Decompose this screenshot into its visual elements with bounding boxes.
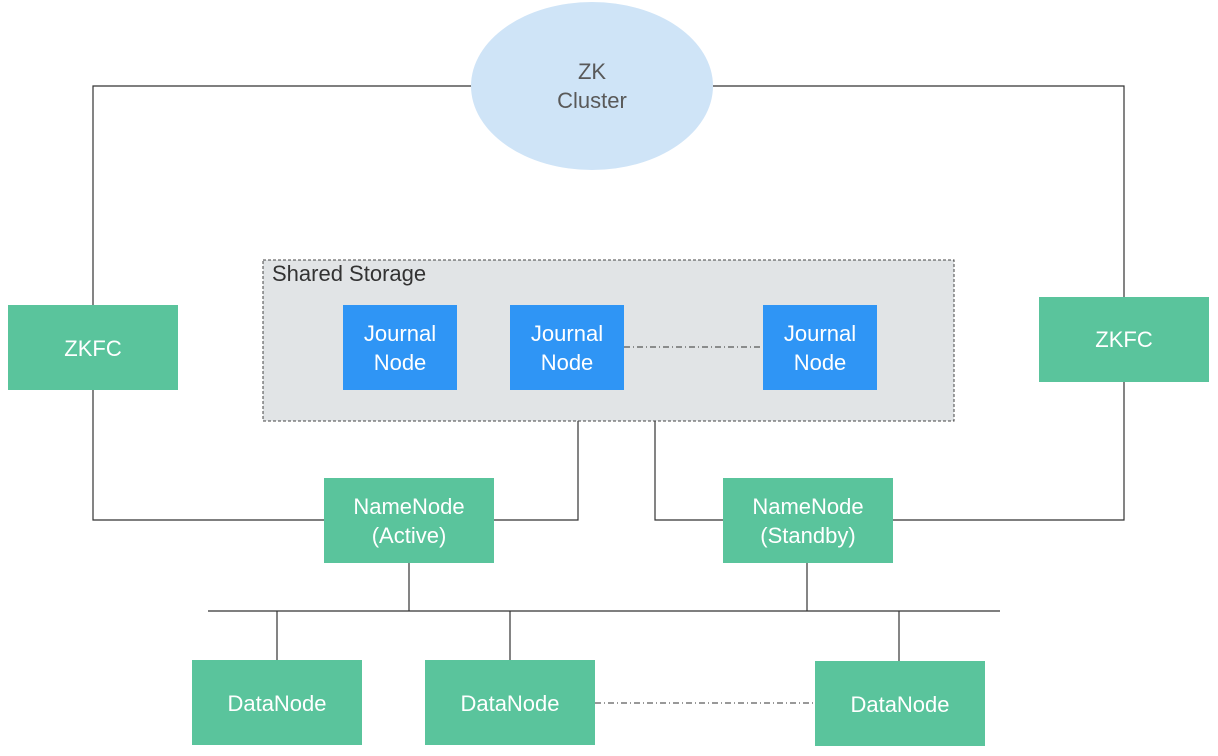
journal-node-2-line2: Node	[541, 350, 594, 375]
namenode-active-line1: NameNode	[353, 494, 464, 519]
namenode-active-line2: (Active)	[372, 523, 447, 548]
journal-node-2-line1: Journal	[531, 321, 603, 346]
zkfc-right: ZKFC	[1039, 297, 1209, 382]
journal-node-1-line1: Journal	[364, 321, 436, 346]
journal-node-3-line1: Journal	[784, 321, 856, 346]
datanode-3-label: DataNode	[850, 692, 949, 717]
zk-cluster-label-line2: Cluster	[557, 88, 627, 113]
zk-cluster-label-line1: ZK	[578, 59, 606, 84]
datanode-2-label: DataNode	[460, 691, 559, 716]
connectors	[92, 85, 1125, 661]
connector-storage-namenode-standby	[654, 421, 723, 521]
zk-cluster: ZK Cluster	[471, 2, 713, 170]
connector-zk-zkfc-left	[92, 85, 472, 305]
shared-storage: Shared Storage Journal Node Journal Node…	[262, 259, 955, 422]
journal-node-3: Journal Node	[763, 305, 877, 390]
zkfc-left-label: ZKFC	[64, 336, 122, 361]
namenode-standby: NameNode (Standby)	[723, 478, 893, 563]
shared-storage-title: Shared Storage	[272, 261, 426, 286]
journal-node-1: Journal Node	[343, 305, 457, 390]
journal-node-2: Journal Node	[510, 305, 624, 390]
connector-zk-zkfc-right	[713, 85, 1125, 297]
zkfc-left: ZKFC	[8, 305, 178, 390]
connector-zkfc-right-namenode-standby	[893, 382, 1125, 521]
namenode-standby-line1: NameNode	[752, 494, 863, 519]
journal-node-1-line2: Node	[374, 350, 427, 375]
connector-storage-namenode-active	[494, 421, 579, 521]
zkfc-right-label: ZKFC	[1095, 327, 1153, 352]
datanode-2: DataNode	[425, 660, 595, 745]
namenode-active: NameNode (Active)	[324, 478, 494, 563]
journal-node-3-line2: Node	[794, 350, 847, 375]
datanode-1: DataNode	[192, 660, 362, 745]
datanode-1-label: DataNode	[227, 691, 326, 716]
datanode-3: DataNode	[815, 661, 985, 746]
connector-zkfc-left-namenode-active	[92, 390, 324, 521]
namenode-standby-line2: (Standby)	[760, 523, 855, 548]
